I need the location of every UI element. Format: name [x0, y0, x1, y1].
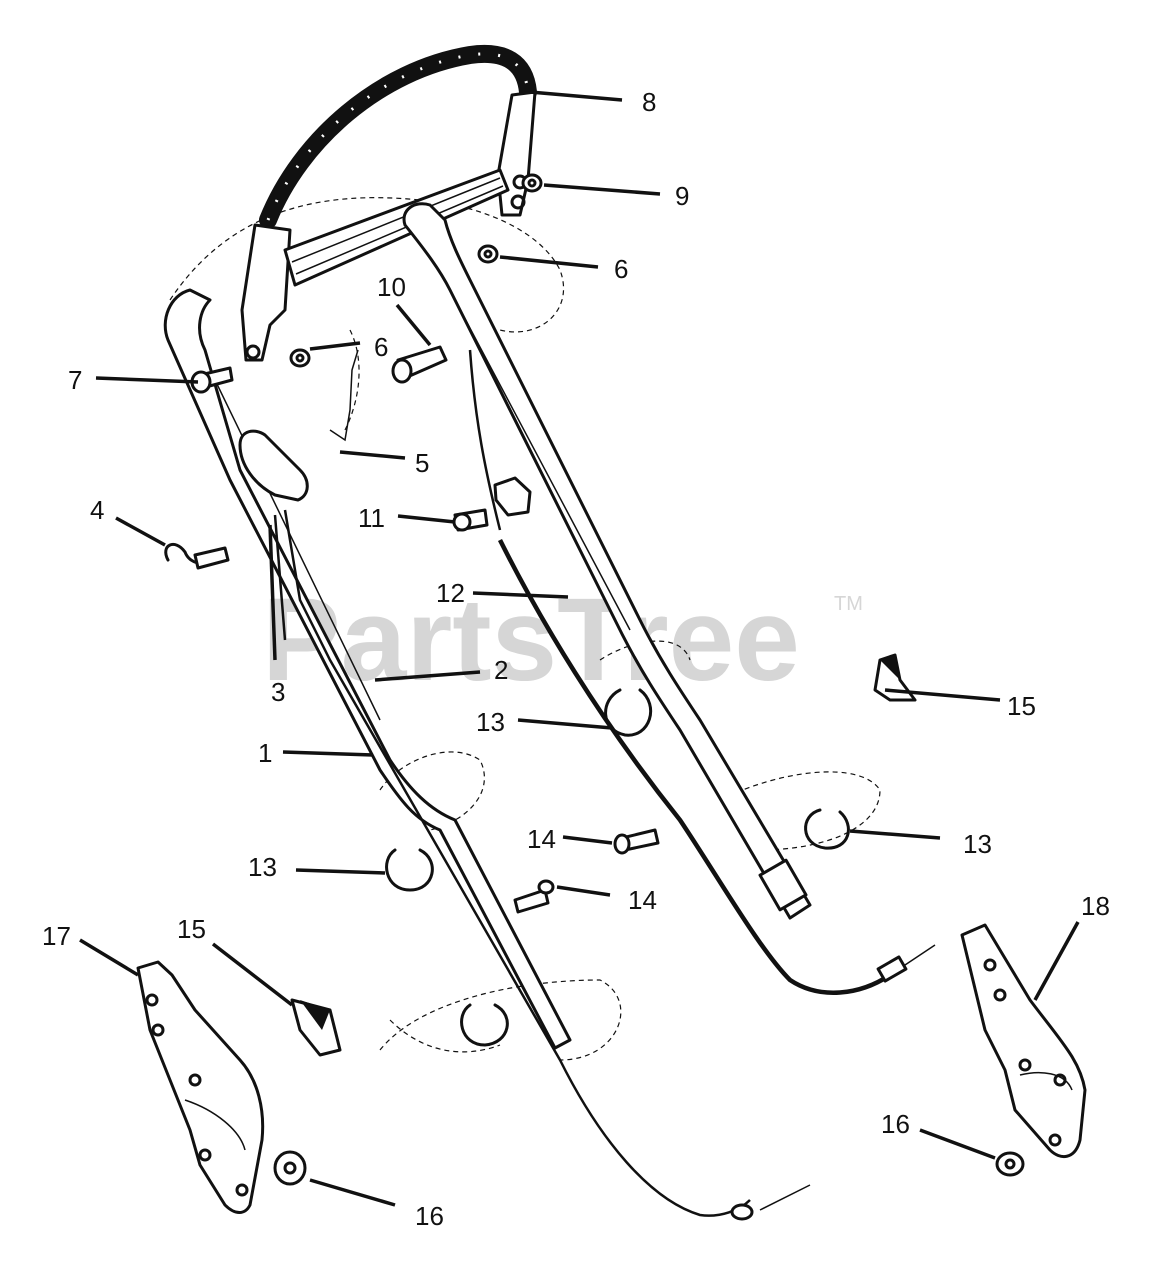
callout-1: 1 [258, 738, 272, 768]
callout-6-upper: 6 [614, 254, 628, 284]
callout-14-upper: 14 [527, 824, 556, 854]
callout-12: 12 [436, 578, 465, 608]
callout-18: 18 [1081, 891, 1110, 921]
leader-lines [79, 90, 1080, 1207]
callout-3: 3 [271, 677, 285, 707]
callout-8: 8 [642, 87, 656, 117]
bail-bracket [238, 349, 359, 502]
callout-17: 17 [42, 921, 71, 951]
callout-2: 2 [494, 655, 508, 685]
callout-15-lower: 15 [177, 914, 206, 944]
callout-13-right: 13 [963, 829, 992, 859]
callout-11: 11 [358, 503, 385, 533]
callout-13-left: 13 [248, 852, 277, 882]
spring-clips [385, 688, 850, 1047]
callout-9: 9 [675, 181, 689, 211]
callout-7: 7 [68, 365, 82, 395]
upper-handle [240, 45, 537, 362]
callout-5: 5 [415, 448, 429, 478]
hardware [164, 173, 660, 914]
watermark-trademark: TM [834, 593, 863, 615]
callout-15-upper: 15 [1007, 691, 1036, 721]
callout-16-right: 16 [881, 1109, 910, 1139]
callout-13-upper: 13 [476, 707, 505, 737]
control-cable [273, 349, 936, 1221]
callout-14-lower: 14 [628, 885, 657, 915]
flange-nuts [273, 1150, 1025, 1186]
handle-knobs [290, 653, 917, 1057]
callout-labels: 8 9 6 10 6 7 5 4 11 12 3 2 15 13 1 14 13… [42, 87, 1110, 1231]
callout-6-lower: 6 [374, 332, 388, 362]
lower-handle-right [402, 202, 812, 920]
callout-4: 4 [90, 495, 104, 525]
callout-10: 10 [377, 272, 406, 302]
callout-16-left: 16 [415, 1201, 444, 1231]
cable-clip [452, 476, 532, 532]
mounting-brackets [136, 923, 1087, 1214]
